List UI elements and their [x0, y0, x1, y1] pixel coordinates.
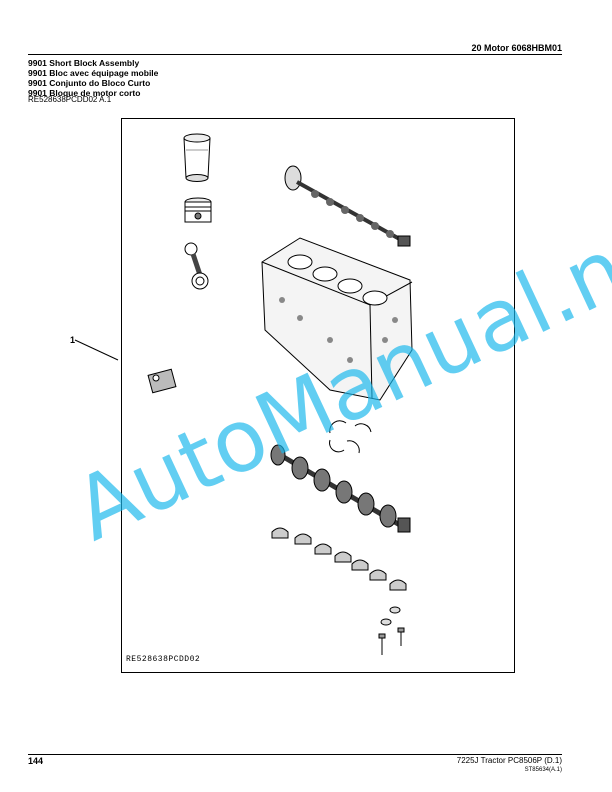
title-fr: 9901 Bloc avec équipage mobile [28, 68, 159, 78]
page-number: 144 [28, 756, 44, 766]
callout-leader [74, 339, 119, 361]
header-rule [28, 54, 562, 55]
cylinder-liner [183, 133, 211, 182]
thrust-washers [329, 420, 372, 454]
figure-reference: RE528638PCDD02 A.1 [28, 95, 112, 104]
connecting-rod [184, 242, 209, 290]
camshaft [284, 165, 411, 247]
footer-rule [28, 754, 562, 755]
callout-number: 1 [70, 335, 76, 345]
illustration-frame [121, 118, 515, 673]
footer-product: 7225J Tractor PC8506P (D.1) [456, 756, 562, 765]
title-block: 9901 Short Block Assembly 9901 Bloc avec… [28, 58, 158, 98]
title-es: 9901 Bloque de motor corto [28, 88, 141, 98]
section-heading: 20 Motor 6068HBM01 [471, 43, 562, 53]
drawing-code: RE528638PCDD02 [126, 655, 201, 664]
side-component [147, 368, 177, 394]
bolts [378, 606, 405, 655]
engine-block [261, 237, 413, 401]
title-en: 9901 Short Block Assembly [28, 58, 140, 68]
crankshaft [270, 444, 411, 533]
footer-code: ST85634(A.1) [524, 767, 562, 773]
piston [184, 197, 212, 223]
main-bearings [271, 527, 407, 591]
title-pt: 9901 Conjunto do Bloco Curto [28, 78, 151, 88]
